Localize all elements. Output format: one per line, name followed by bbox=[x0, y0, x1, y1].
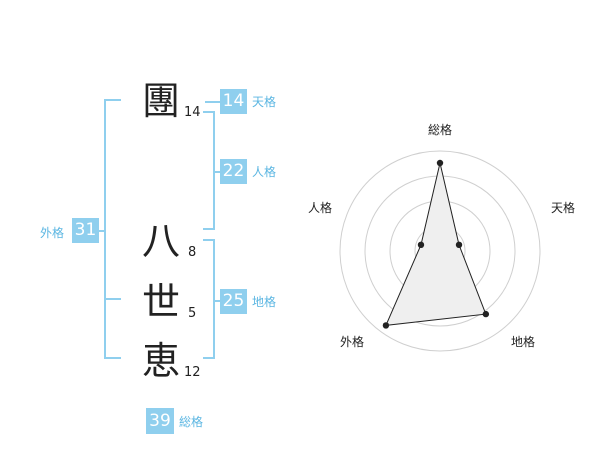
radar-points bbox=[382, 159, 490, 329]
radar-point-jinkaku bbox=[417, 241, 425, 249]
chikaku-bracket-top bbox=[203, 239, 215, 241]
chikaku-label: 地格 bbox=[252, 295, 277, 309]
radar-label-chikaku: 地格 bbox=[511, 335, 536, 349]
jinkaku-label: 人格 bbox=[252, 165, 277, 179]
chikaku-score-badge: 25 bbox=[220, 289, 247, 314]
soukaku-label: 総格 bbox=[179, 415, 204, 429]
jinkaku-bracket-vertical bbox=[213, 111, 215, 230]
radar-label-gaikaku: 外格 bbox=[340, 335, 365, 349]
name-char-4: 恵 bbox=[142, 339, 181, 383]
soukaku-score-badge: 39 bbox=[146, 408, 174, 434]
chikaku-bracket-vertical bbox=[213, 239, 215, 359]
chikaku-bracket-bottom bbox=[203, 357, 215, 359]
tenkaku-bracket-connector bbox=[205, 101, 221, 103]
stroke-count-1: 14 bbox=[184, 105, 201, 120]
outer-bracket-middle bbox=[104, 298, 121, 300]
radar-point-chikaku bbox=[482, 310, 490, 318]
gaikaku-label: 外格 bbox=[40, 226, 65, 240]
radar-polygon bbox=[385, 162, 487, 326]
stroke-count-3: 5 bbox=[188, 306, 197, 321]
outer-bracket-vertical bbox=[104, 99, 106, 359]
name-char-3: 世 bbox=[142, 280, 181, 324]
jinkaku-score-badge: 22 bbox=[220, 159, 247, 184]
jinkaku-bracket-top bbox=[203, 111, 215, 113]
outer-bracket-top bbox=[104, 99, 121, 101]
radar-label-tenkaku: 天格 bbox=[551, 201, 576, 215]
jinkaku-bracket-bottom bbox=[203, 228, 215, 230]
stroke-count-2: 8 bbox=[188, 245, 197, 260]
name-char-2: 八 bbox=[142, 219, 181, 263]
radar-label-jinkaku: 人格 bbox=[308, 201, 333, 215]
jinkaku-bracket-connector bbox=[213, 171, 221, 173]
radar-label-soukaku: 総格 bbox=[428, 123, 453, 137]
gaikaku-score-badge: 31 bbox=[72, 218, 99, 243]
radar-point-gaikaku bbox=[382, 322, 390, 329]
radar-point-soukaku bbox=[436, 159, 444, 167]
name-char-1: 團 bbox=[142, 79, 181, 123]
outer-bracket-bottom bbox=[104, 357, 121, 359]
radar-point-tenkaku bbox=[455, 241, 463, 249]
tenkaku-label: 天格 bbox=[252, 95, 277, 109]
stroke-count-4: 12 bbox=[184, 365, 201, 380]
tenkaku-score-badge: 14 bbox=[220, 89, 247, 114]
outer-bracket-connector bbox=[98, 230, 106, 232]
chikaku-bracket-connector bbox=[213, 300, 221, 302]
radar-ring bbox=[339, 150, 541, 352]
